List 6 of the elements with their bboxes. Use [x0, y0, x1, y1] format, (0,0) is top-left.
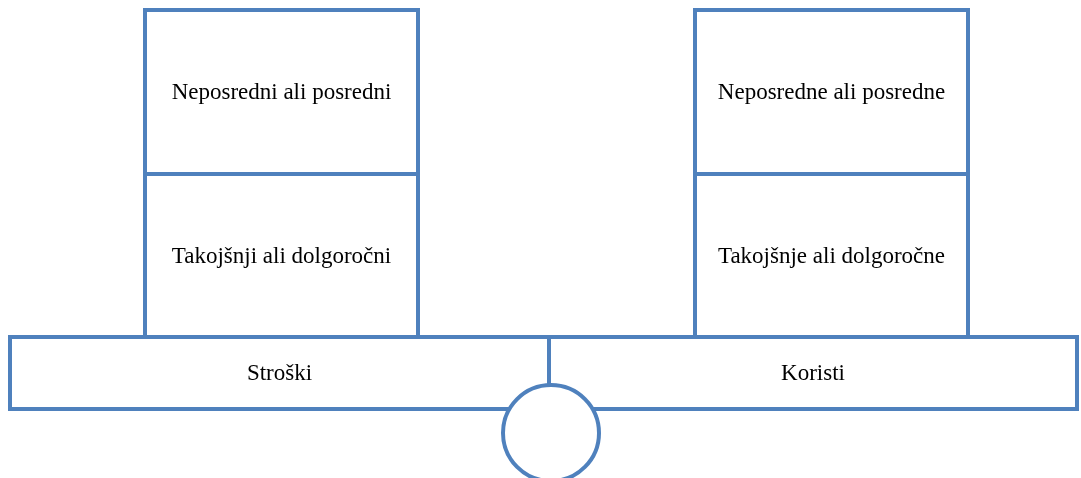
box-label: Neposredni ali posredni: [171, 78, 392, 107]
box-label: Takojšnji ali dolgoročni: [171, 241, 392, 270]
box-label: Neposredne ali posredne: [717, 78, 946, 107]
box-label: Koristi: [781, 359, 845, 388]
box-label: Takojšnje ali dolgoročne: [717, 241, 945, 270]
box-label: Stroški: [246, 359, 313, 388]
